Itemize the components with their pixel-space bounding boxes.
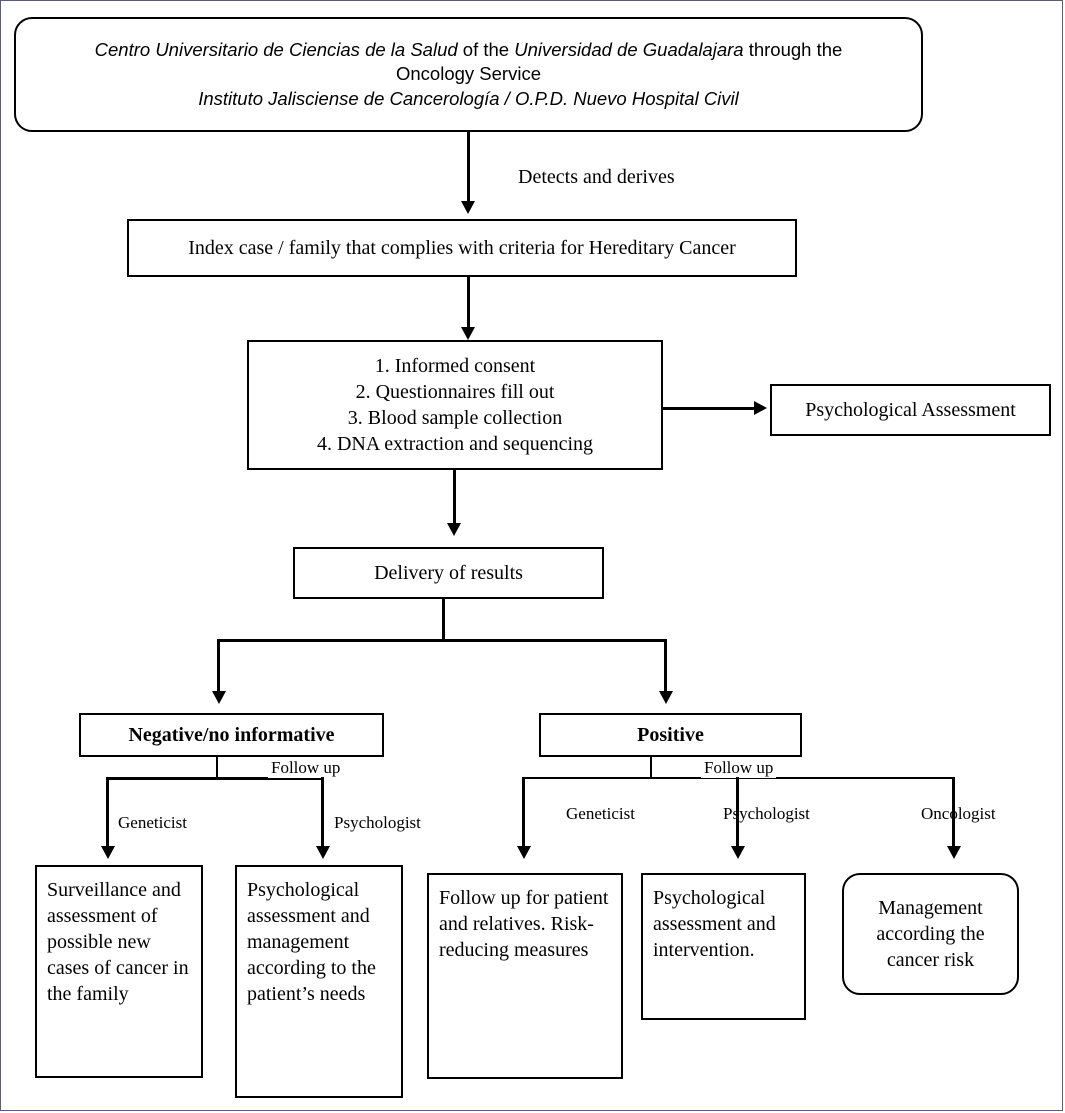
arrowhead-positive-to-oncologist [947, 846, 961, 859]
institution-connector-1: of the [457, 39, 515, 61]
institution-line-2: Oncology Service [396, 63, 541, 85]
institution-connector-2: through the [743, 39, 843, 61]
node-protocol-steps-text: 1. Informed consent 2. Questionnaires fi… [316, 355, 594, 455]
connector-negative-stem [216, 757, 218, 779]
connector-delivery-to-negative [217, 639, 220, 695]
edge-label-detects-and-derives: Detects and derives [518, 166, 675, 188]
node-institution-header: Centro Universitario de Ciencias de la S… [14, 17, 923, 132]
arrowhead-positive-to-geneticist [517, 846, 531, 859]
node-protocol-steps: 1. Informed consent 2. Questionnaires fi… [247, 340, 663, 470]
node-negative-result: Negative/no informative [79, 713, 384, 757]
edge-label-geneticist-positive: Geneticist [566, 804, 635, 823]
edge-label-psychologist-positive: Psychologist [723, 804, 810, 823]
node-index-case: Index case / family that complies with c… [127, 219, 797, 277]
arrowhead-negative-to-psychologist [316, 846, 330, 859]
institution-name-cucs: Centro Universitario de Ciencias de la S… [94, 39, 458, 61]
node-psych-intervention: Psychological assessment and interventio… [641, 873, 806, 1020]
connector-negative-to-psychologist [321, 777, 324, 850]
connector-positive-to-geneticist [522, 777, 525, 850]
arrowhead-index-to-steps [461, 327, 475, 340]
institution-name-udg: Universidad de Guadalajara [514, 39, 744, 61]
connector-positive-to-psychologist [736, 777, 739, 850]
node-surveillance-text: Surveillance and assessment of possible … [47, 879, 189, 1005]
edge-label-follow-up-positive: Follow up [701, 758, 777, 778]
connector-positive-to-oncologist [952, 777, 955, 850]
node-positive-result: Positive [539, 713, 802, 757]
connector-delivery-splitbar [217, 639, 667, 642]
arrowhead-negative-to-geneticist [101, 846, 115, 859]
node-surveillance: Surveillance and assessment of possible … [35, 865, 203, 1078]
node-negative-result-text: Negative/no informative [128, 724, 335, 746]
arrowhead-steps-to-delivery [447, 523, 461, 536]
institution-line-3: Instituto Jalisciense de Cancerología / … [198, 87, 739, 109]
institution-line-1: Centro Universitario de Ciencias de la S… [38, 38, 899, 62]
edge-label-oncologist-positive: Oncologist [921, 804, 996, 823]
node-psych-intervention-text: Psychological assessment and interventio… [653, 887, 776, 961]
node-positive-result-text: Positive [637, 724, 704, 746]
connector-negative-splitbar [106, 777, 324, 780]
connector-negative-to-geneticist [106, 777, 109, 850]
arrowhead-header-to-index [461, 201, 475, 214]
arrowhead-steps-to-psych-assessment [754, 401, 767, 415]
connector-delivery-to-positive [664, 639, 667, 695]
arrowhead-delivery-to-positive [659, 691, 673, 704]
node-follow-up-patient-text: Follow up for patient and relatives. Ris… [439, 887, 609, 961]
connector-steps-to-delivery [453, 470, 456, 526]
arrowhead-positive-to-psychologist [731, 846, 745, 859]
node-psych-management: Psychological assessment and management … [235, 865, 403, 1098]
connector-steps-to-psych-assessment [663, 407, 757, 410]
node-follow-up-patient: Follow up for patient and relatives. Ris… [427, 873, 623, 1079]
node-psych-management-text: Psychological assessment and management … [247, 879, 376, 1005]
edge-label-psychologist-negative: Psychologist [334, 813, 421, 832]
node-delivery-of-results: Delivery of results [293, 547, 604, 599]
edge-label-geneticist-negative: Geneticist [118, 813, 187, 832]
edge-label-follow-up-negative: Follow up [268, 758, 344, 778]
arrowhead-delivery-to-negative [212, 691, 226, 704]
node-psychological-assessment-text: Psychological Assessment [805, 399, 1016, 421]
node-management-risk-text: Management according the cancer risk [876, 897, 985, 971]
node-index-case-text: Index case / family that complies with c… [188, 237, 736, 259]
connector-header-to-index [467, 132, 470, 204]
node-delivery-of-results-text: Delivery of results [374, 562, 523, 584]
node-psychological-assessment: Psychological Assessment [770, 384, 1051, 436]
connector-index-to-steps [467, 277, 470, 329]
connector-delivery-stem [442, 599, 445, 641]
connector-positive-stem [650, 757, 652, 779]
node-management-risk: Management according the cancer risk [842, 873, 1019, 995]
